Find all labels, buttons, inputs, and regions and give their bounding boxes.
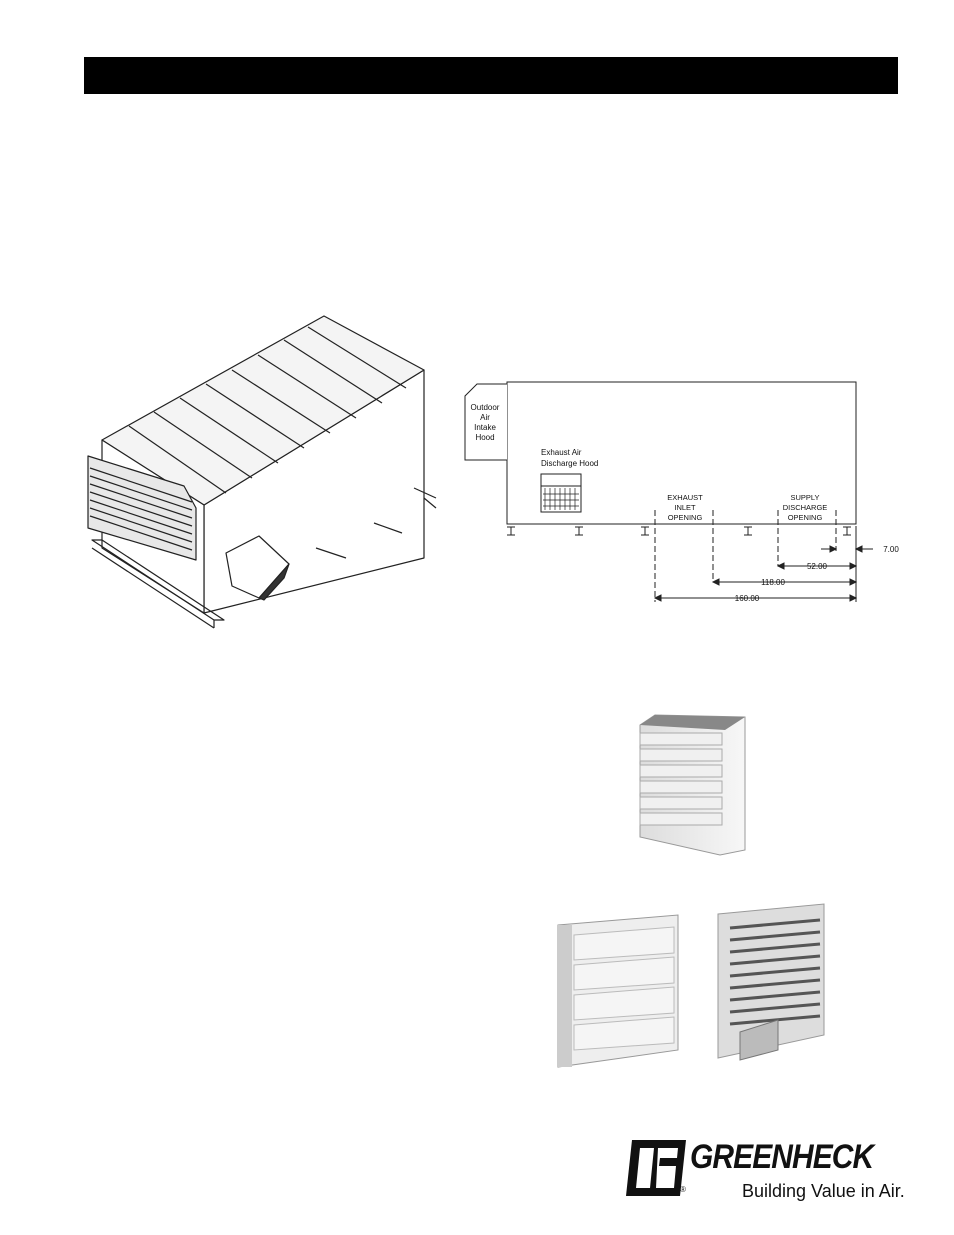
exhaust-air-label-2: Discharge Hood xyxy=(541,459,598,468)
supply-discharge-label-3: OPENING xyxy=(788,513,823,522)
dimension-160: 160.00 xyxy=(735,594,760,603)
registered-mark: ® xyxy=(680,1185,686,1194)
dimension-118: 118.00 xyxy=(761,578,785,587)
damper-photo-left xyxy=(557,914,679,1068)
weather-hood-photo xyxy=(639,714,746,856)
brand-name: GREENHECK xyxy=(690,1138,874,1176)
exhaust-hood-box xyxy=(540,473,582,513)
supply-discharge-label-1: SUPPLY xyxy=(790,493,819,502)
header-bar xyxy=(84,57,898,94)
supply-discharge-label-2: DISCHARGE xyxy=(783,503,828,512)
dimension-52: 52.00 xyxy=(807,562,828,571)
exhaust-inlet-label-2: INLET xyxy=(674,503,696,512)
exhaust-air-label-1: Exhaust Air xyxy=(541,448,582,457)
side-elevation-diagram: Outdoor Air Intake Hood Exhaust Air Disc… xyxy=(464,381,899,603)
dimension-7: 7.00 xyxy=(883,545,899,554)
damper-photo-right xyxy=(717,903,825,1061)
exhaust-inlet-label-3: OPENING xyxy=(668,513,703,522)
unit-isometric-drawing xyxy=(87,315,437,629)
outdoor-air-label-3: Intake xyxy=(474,423,496,432)
outdoor-air-label-4: Hood xyxy=(475,433,494,442)
brand-tagline: Building Value in Air. xyxy=(742,1181,905,1201)
greenheck-logo: ® GREENHECK Building Value in Air. xyxy=(626,1138,905,1204)
exhaust-inlet-label-1: EXHAUST xyxy=(667,493,703,502)
outdoor-air-label-1: Outdoor xyxy=(471,403,500,412)
outdoor-air-label-2: Air xyxy=(480,413,490,422)
greenheck-mark-icon xyxy=(626,1140,686,1196)
